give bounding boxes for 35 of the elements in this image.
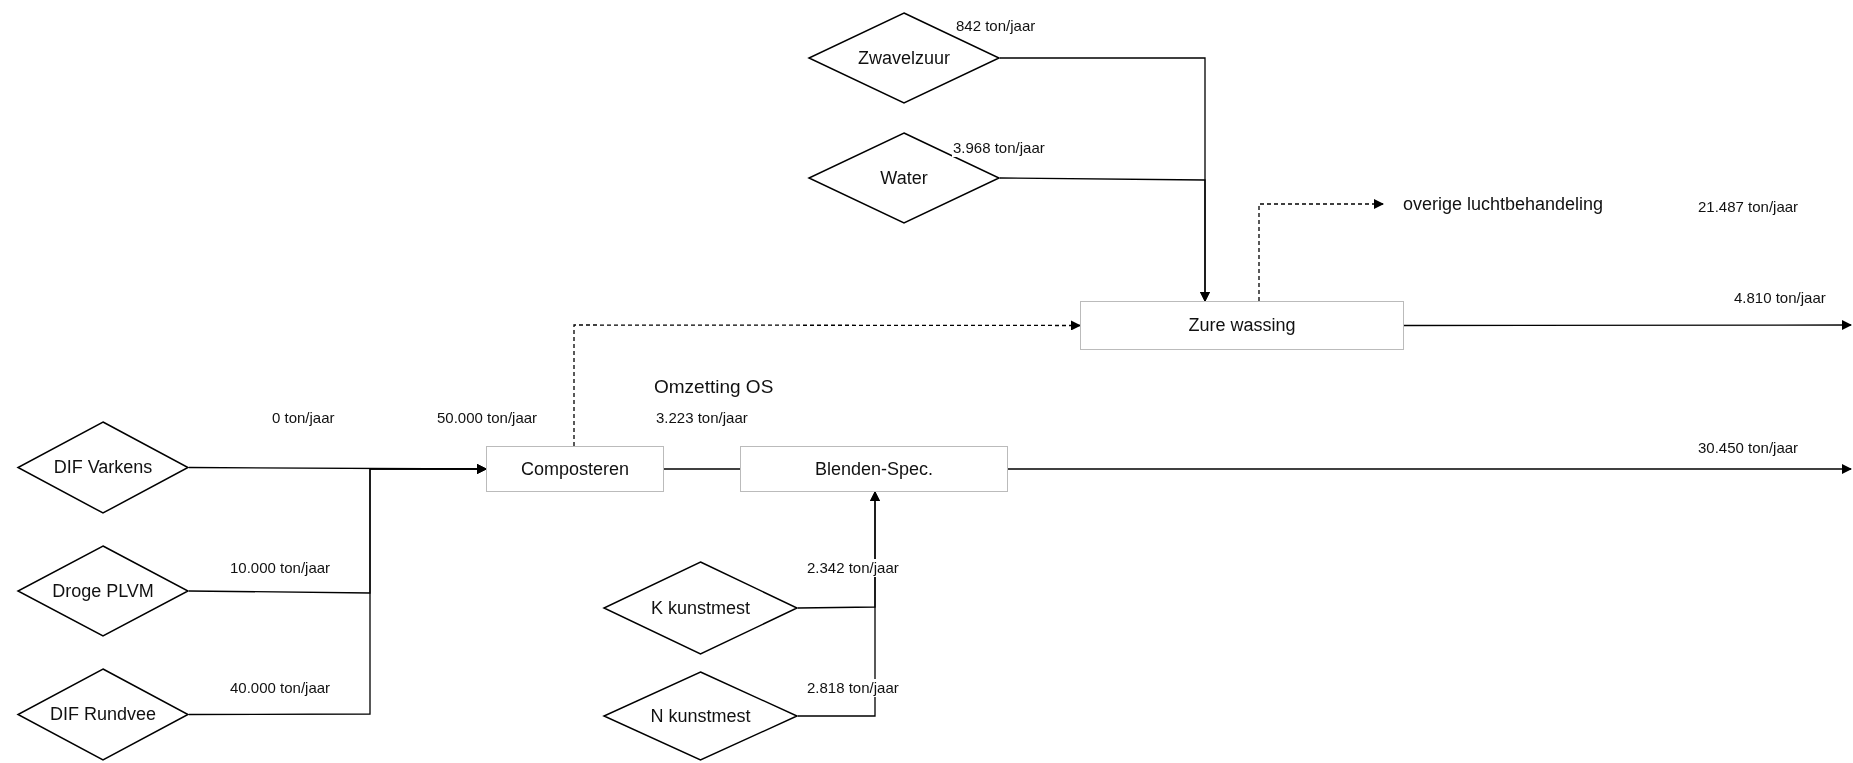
node-label: DIF Varkens (53, 457, 153, 478)
node-label: Composteren (520, 458, 630, 480)
connector-line (663, 468, 741, 470)
note-label: 3.223 ton/jaar (655, 409, 749, 427)
edge-label: 0 ton/jaar (271, 409, 336, 427)
edge-label: 3.968 ton/jaar (952, 139, 1046, 157)
node-label: Blenden-Spec. (814, 458, 934, 480)
node-label: Zwavelzuur (858, 47, 950, 69)
flow-arrow (999, 177, 1210, 302)
node-label: DIF Rundvee (49, 704, 157, 725)
edge-label: 2.818 ton/jaar (806, 679, 900, 697)
flow-amount: 50.000 ton/jaar (436, 409, 539, 427)
node-label: N kunstmest (650, 705, 751, 727)
edge-label: 30.450 ton/jaar (1697, 439, 1800, 457)
process-box (486, 446, 664, 492)
node-label: Water (880, 167, 928, 189)
node-label: Droge PLVM (52, 580, 154, 602)
node-label: K kunstmest (650, 597, 750, 619)
output-label: overige luchtbehandeling (1402, 193, 1604, 215)
flow-arrow (573, 320, 1081, 447)
note-label: Omzetting OS (653, 378, 775, 396)
process-box (740, 446, 1008, 492)
edge-label: 2.342 ton/jaar (806, 559, 900, 577)
process-box (1080, 301, 1404, 350)
edge-label: 4.810 ton/jaar (1733, 289, 1827, 307)
flow-arrow (1258, 199, 1384, 302)
edge-label: 842 ton/jaar (955, 17, 1037, 35)
edge-label: 40.000 ton/jaar (229, 679, 332, 697)
note-label: 21.487 ton/jaar (1697, 198, 1800, 216)
flow-arrow (188, 464, 487, 716)
flow-arrow (1403, 320, 1852, 330)
flow-arrow (797, 491, 880, 717)
edge-label: 10.000 ton/jaar (229, 559, 332, 577)
node-label: Zure wassing (1188, 315, 1296, 336)
flow-arrow (1007, 464, 1852, 474)
